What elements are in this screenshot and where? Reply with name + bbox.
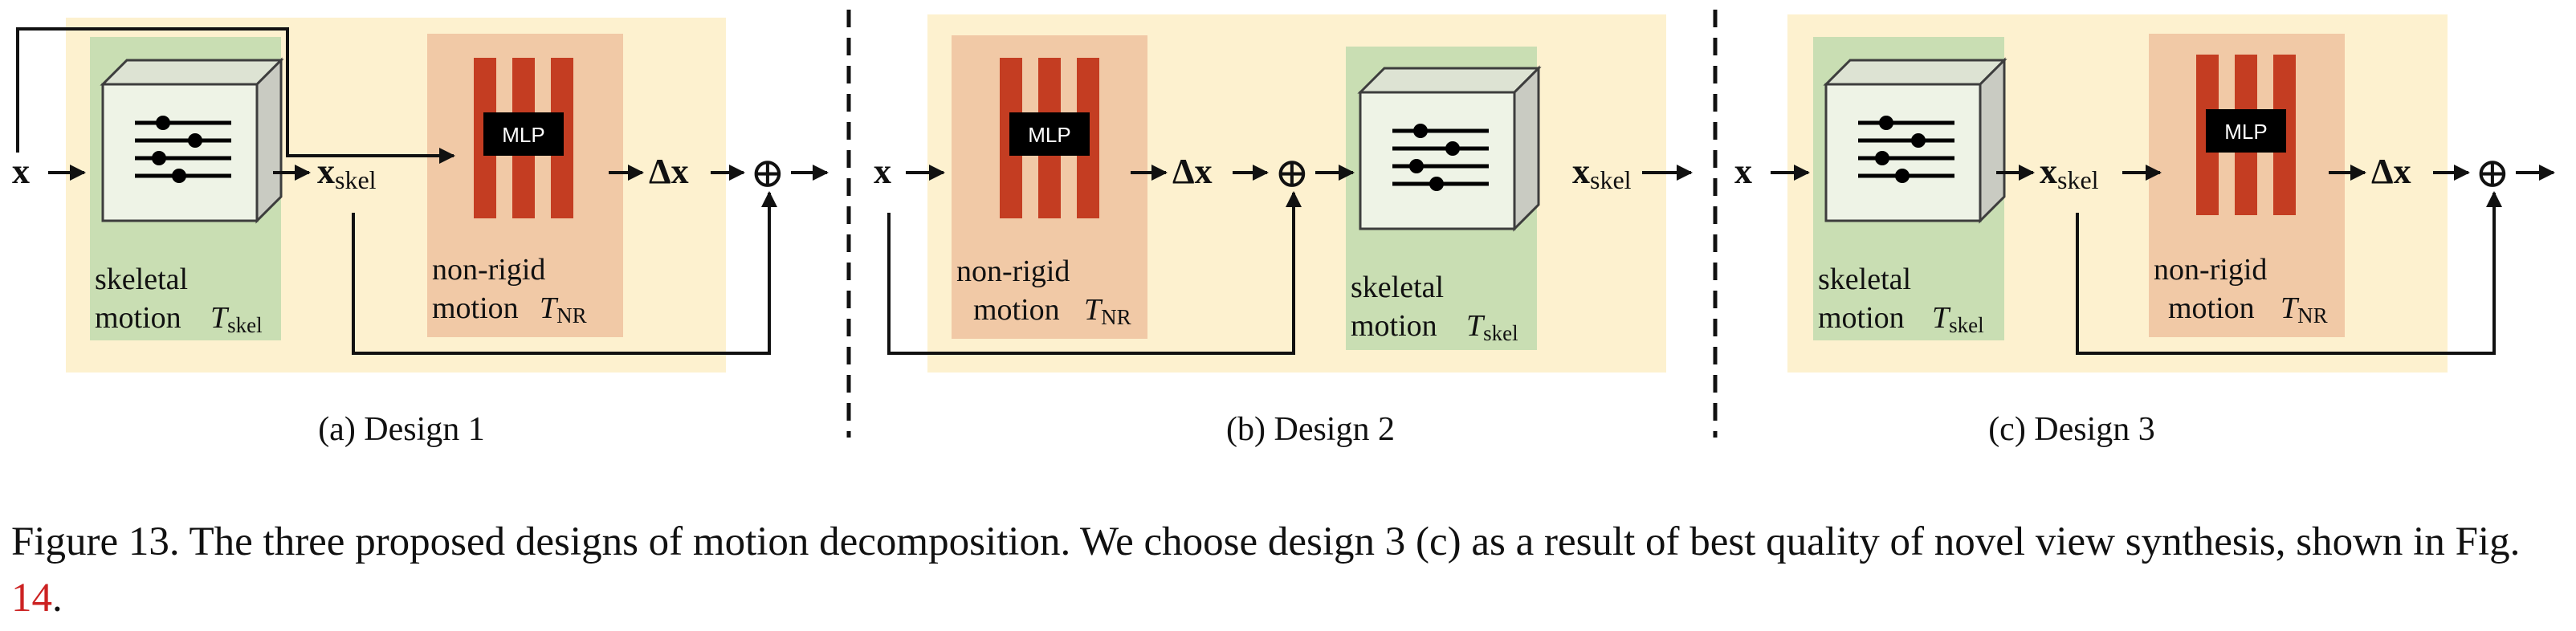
delta-x-label: Δx xyxy=(1172,152,1213,191)
arrows xyxy=(16,27,829,355)
plus-circle-icon: ⊕ xyxy=(750,151,785,197)
panel-caption-a: (a) Design 1 xyxy=(318,411,485,448)
skeletal-label-1: skeletal xyxy=(1351,271,1444,304)
design-1-panel: MLP x xskel Δx ⊕ skeletal motion Tskel n… xyxy=(12,18,829,372)
t-nr-symbol: TNR xyxy=(540,291,587,328)
input-x: x xyxy=(1734,152,1752,191)
nonrigid-label-1: non-rigid xyxy=(956,254,1070,288)
design-3-panel: MLP x xskel Δx ⊕ skeletal motion Tskel n… xyxy=(1734,14,2555,372)
t-nr-symbol: TNR xyxy=(2280,291,2328,328)
skeletal-label-1: skeletal xyxy=(95,263,188,296)
nonrigid-label-1: non-rigid xyxy=(432,253,545,287)
t-skel-symbol: Tskel xyxy=(1932,301,1984,337)
mlp-label: MLP xyxy=(2224,120,2267,144)
nonrigid-label-2: motion xyxy=(973,293,1060,327)
delta-x-label: Δx xyxy=(2371,152,2411,191)
motion-decomposition-figure: MLP x xskel Δx ⊕ skeletal motion Tskel n… xyxy=(12,10,2555,448)
design-2-panel: MLP x Δx ⊕ xskel non-rigid motion TNR sk… xyxy=(874,14,1693,372)
panel-caption-c: (c) Design 3 xyxy=(1988,411,2155,448)
caption-end: . xyxy=(52,576,63,621)
x-skel-label: xskel xyxy=(317,152,377,194)
cube-sliders-icon xyxy=(103,60,281,221)
panel-caption-b: (b) Design 2 xyxy=(1226,411,1395,448)
x-skel-label: xskel xyxy=(2040,152,2099,194)
plus-circle-icon: ⊕ xyxy=(1274,151,1310,197)
mlp-label: MLP xyxy=(502,123,544,147)
arrows xyxy=(887,165,1693,355)
t-skel-symbol: Tskel xyxy=(210,301,263,337)
figure-caption: Figure 13. The three proposed designs of… xyxy=(11,514,2565,626)
nonrigid-label-2: motion xyxy=(2168,291,2255,325)
caption-text: Figure 13. The three proposed designs of… xyxy=(11,519,2521,564)
delta-x-label: Δx xyxy=(649,152,689,191)
t-skel-symbol: Tskel xyxy=(1466,309,1518,345)
skeletal-label-2: motion xyxy=(1351,309,1437,343)
t-nr-symbol: TNR xyxy=(1084,293,1131,329)
figure-reference-link[interactable]: 14 xyxy=(11,576,52,621)
nonrigid-label-2: motion xyxy=(432,291,519,325)
input-x: x xyxy=(12,152,30,191)
mlp-label: MLP xyxy=(1028,123,1070,147)
skeletal-label-2: motion xyxy=(1818,301,1905,335)
skeletal-label-2: motion xyxy=(95,301,181,335)
x-skel-label: xskel xyxy=(1572,152,1632,194)
skeletal-label-1: skeletal xyxy=(1818,263,1911,296)
plus-circle-icon: ⊕ xyxy=(2475,151,2510,197)
input-x: x xyxy=(874,152,891,191)
cube-sliders-icon xyxy=(1826,60,2004,221)
cube-sliders-icon xyxy=(1360,68,1539,229)
arrows xyxy=(1771,165,2555,355)
nonrigid-label-1: non-rigid xyxy=(2154,253,2267,287)
